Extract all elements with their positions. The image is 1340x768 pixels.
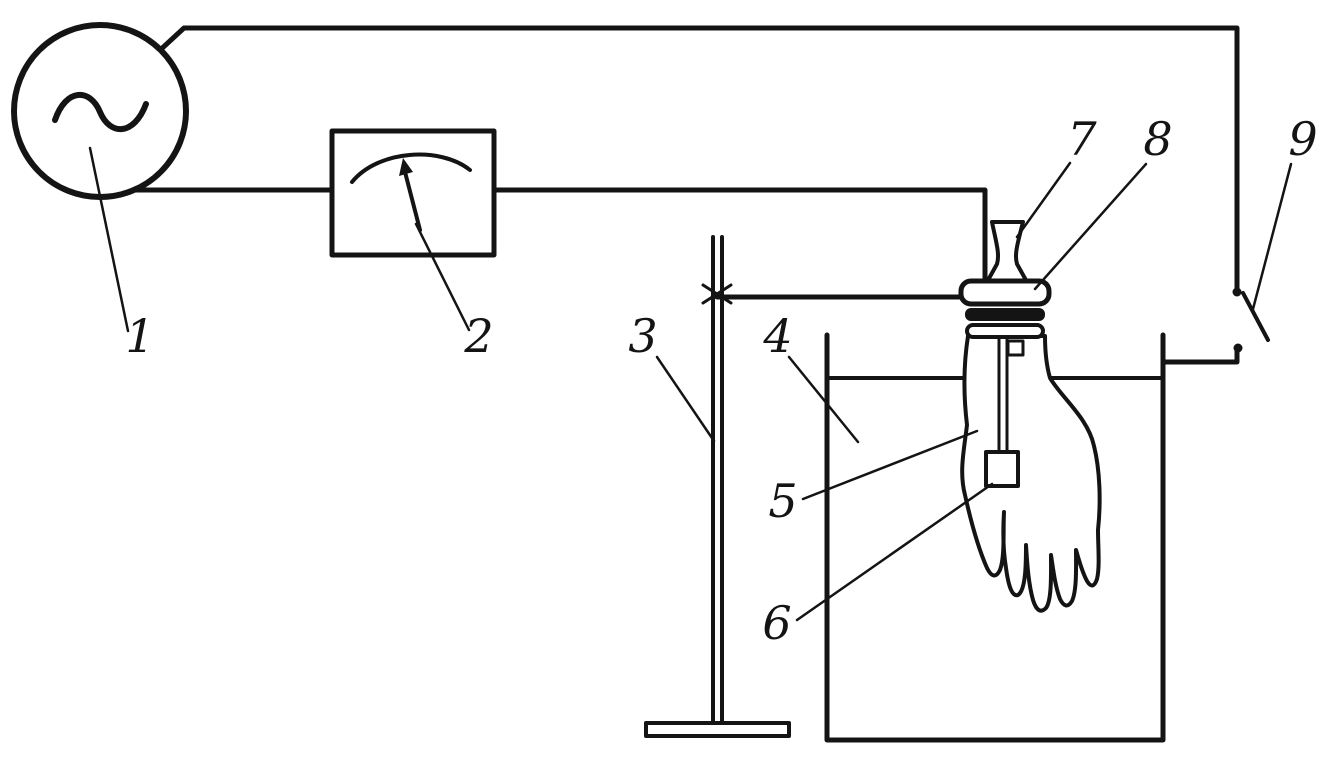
switch-terminal-top [1232, 287, 1242, 297]
clamp-band-lower [965, 323, 1045, 339]
switch [1232, 287, 1270, 353]
tank [824, 332, 1166, 743]
leader-line-6 [795, 482, 994, 622]
clamp-collar [958, 278, 1052, 307]
label-clamp: 8 [1143, 112, 1172, 166]
leader-line-9 [1251, 162, 1293, 311]
ac-source [11, 22, 189, 200]
sine-wave-icon [52, 92, 149, 132]
clamp-band-black [965, 308, 1045, 321]
label-stand: 3 [628, 309, 657, 363]
meter [329, 128, 497, 258]
label-meter: 2 [463, 309, 493, 363]
leader-line-1 [88, 146, 130, 333]
switch-blade [1241, 291, 1270, 342]
meter-needle-arrowhead [399, 158, 413, 176]
meter-scale-arc [350, 152, 472, 184]
electrode-plate [984, 450, 1020, 488]
stand-clamp-mark [701, 283, 733, 305]
tank-walls [824, 332, 1166, 743]
stand-base [644, 721, 791, 738]
switch-terminal-bottom [1233, 343, 1243, 353]
meter-box [329, 128, 497, 258]
wire-top [155, 25, 1240, 291]
wires [129, 25, 1240, 365]
meter-needle [403, 170, 422, 232]
clamp-terminal [1006, 339, 1025, 357]
leader-line-2 [414, 222, 471, 332]
label-tank: 4 [762, 309, 792, 363]
leader-line-5 [801, 429, 979, 501]
label-electrode-plate: 6 [762, 596, 791, 650]
label-funnel: 7 [1067, 112, 1097, 166]
leader-line-8 [1033, 162, 1148, 291]
glove [960, 334, 1102, 613]
labels: 1 2 3 4 5 6 7 8 9 [125, 112, 1317, 650]
leader-line-4 [787, 355, 860, 444]
stand [644, 235, 791, 738]
label-ac-source: 1 [125, 309, 154, 363]
leader-line-3 [655, 355, 716, 443]
glove-outline [960, 334, 1102, 613]
label-switch: 9 [1288, 112, 1317, 166]
label-electrode-rod: 5 [768, 474, 797, 528]
leader-lines [88, 146, 1293, 622]
wire-switch-to-tank [1161, 345, 1240, 365]
wire-meter-to-glove [491, 187, 988, 286]
leader-line-7 [1015, 161, 1072, 239]
